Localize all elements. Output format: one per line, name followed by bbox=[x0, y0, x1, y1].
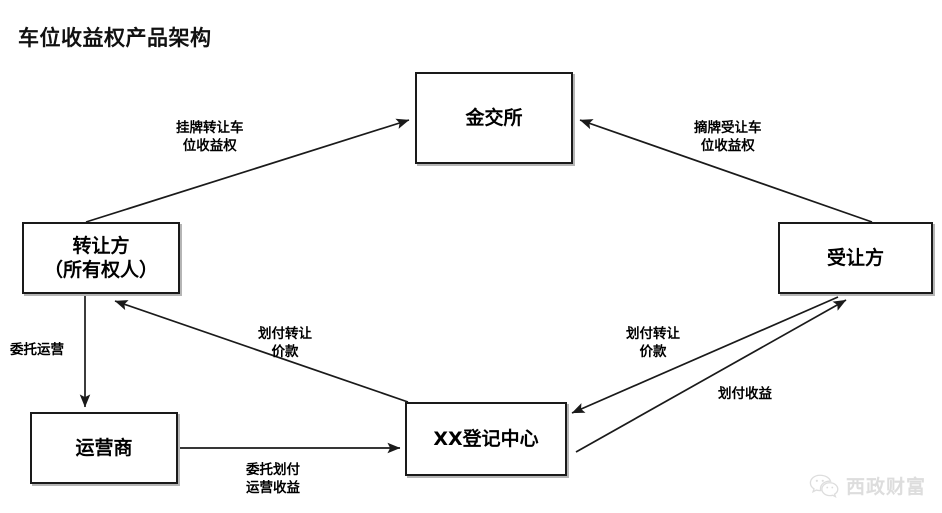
connector-list-transfer bbox=[85, 118, 410, 223]
node-transferor[interactable]: 转让方 （所有权人） bbox=[22, 222, 180, 294]
node-transferor-label: 转让方 （所有权人） bbox=[43, 234, 158, 281]
node-registry[interactable]: XX登记中心 bbox=[405, 402, 567, 476]
node-transferee-label: 受让方 bbox=[826, 246, 884, 269]
edge-label-pay-income: 划付收益 bbox=[718, 386, 772, 402]
connector-pay-transfer-price-right bbox=[571, 296, 839, 414]
node-exchange[interactable]: 金交所 bbox=[415, 72, 573, 164]
watermark: 西政财富 bbox=[809, 472, 926, 499]
node-operator-label: 运营商 bbox=[75, 436, 133, 459]
connector-delist-accept bbox=[579, 119, 873, 223]
watermark-text: 西政财富 bbox=[845, 476, 926, 498]
edge-label-pay-transfer-price-right: 划付转让 价款 bbox=[626, 326, 680, 361]
edge-label-entrust-pay-operating-income: 委托划付 运营收益 bbox=[246, 462, 300, 497]
edge-label-delist-accept: 摘牌受让车 位收益权 bbox=[694, 120, 762, 155]
connector-pay-transfer-price-left bbox=[114, 300, 409, 403]
edge-label-entrust-operation: 委托运营 bbox=[10, 342, 64, 358]
node-transferee[interactable]: 受让方 bbox=[778, 222, 933, 294]
page-title: 车位收益权产品架构 bbox=[18, 26, 212, 50]
node-registry-label: XX登记中心 bbox=[433, 427, 539, 450]
edge-label-list-transfer: 挂牌转让车 位收益权 bbox=[176, 120, 244, 155]
connector-pay-income bbox=[575, 299, 847, 453]
node-exchange-label: 金交所 bbox=[465, 106, 523, 129]
wechat-icon bbox=[809, 473, 839, 499]
node-operator[interactable]: 运营商 bbox=[30, 412, 178, 484]
edge-label-pay-transfer-price-left: 划付转让 价款 bbox=[258, 326, 312, 361]
